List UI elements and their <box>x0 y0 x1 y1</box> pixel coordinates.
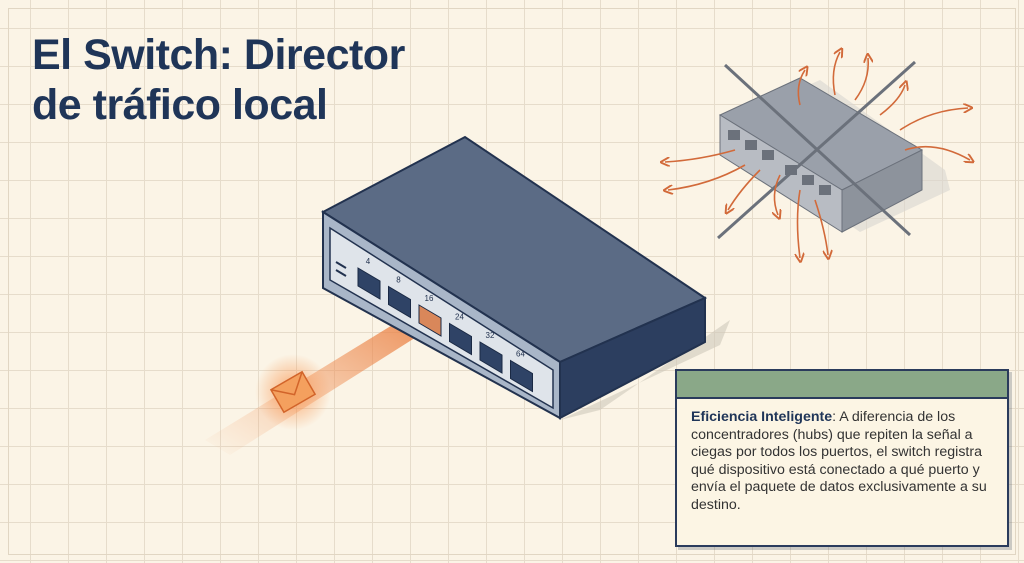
port-label: 16 <box>425 294 434 303</box>
port-8 <box>388 285 411 319</box>
port-64 <box>510 359 533 393</box>
frame <box>8 8 1016 555</box>
port-label: 4 <box>366 257 371 266</box>
envelope-icon <box>269 370 317 414</box>
port-24 <box>449 322 472 356</box>
info-card: Eficiencia Inteligente: A diferencia de … <box>675 369 1009 547</box>
port-label: 32 <box>486 331 495 340</box>
title-line-2: de tráfico local <box>32 81 328 129</box>
title-line-1: El Switch: Director <box>32 31 405 79</box>
port-label: 8 <box>396 276 401 285</box>
card-heading: Eficiencia Inteligente <box>691 409 833 425</box>
hub-device <box>665 52 970 258</box>
port-4 <box>357 267 381 300</box>
port-label: 24 <box>455 313 464 322</box>
port-label: 64 <box>516 350 525 359</box>
port-32 <box>479 341 503 374</box>
card-text: Eficiencia Inteligente: A diferencia de … <box>691 409 993 514</box>
port-16 <box>418 304 442 337</box>
card-header-bar <box>677 371 1007 399</box>
card-body: : A diferencia de los concentradores (hu… <box>691 409 987 513</box>
